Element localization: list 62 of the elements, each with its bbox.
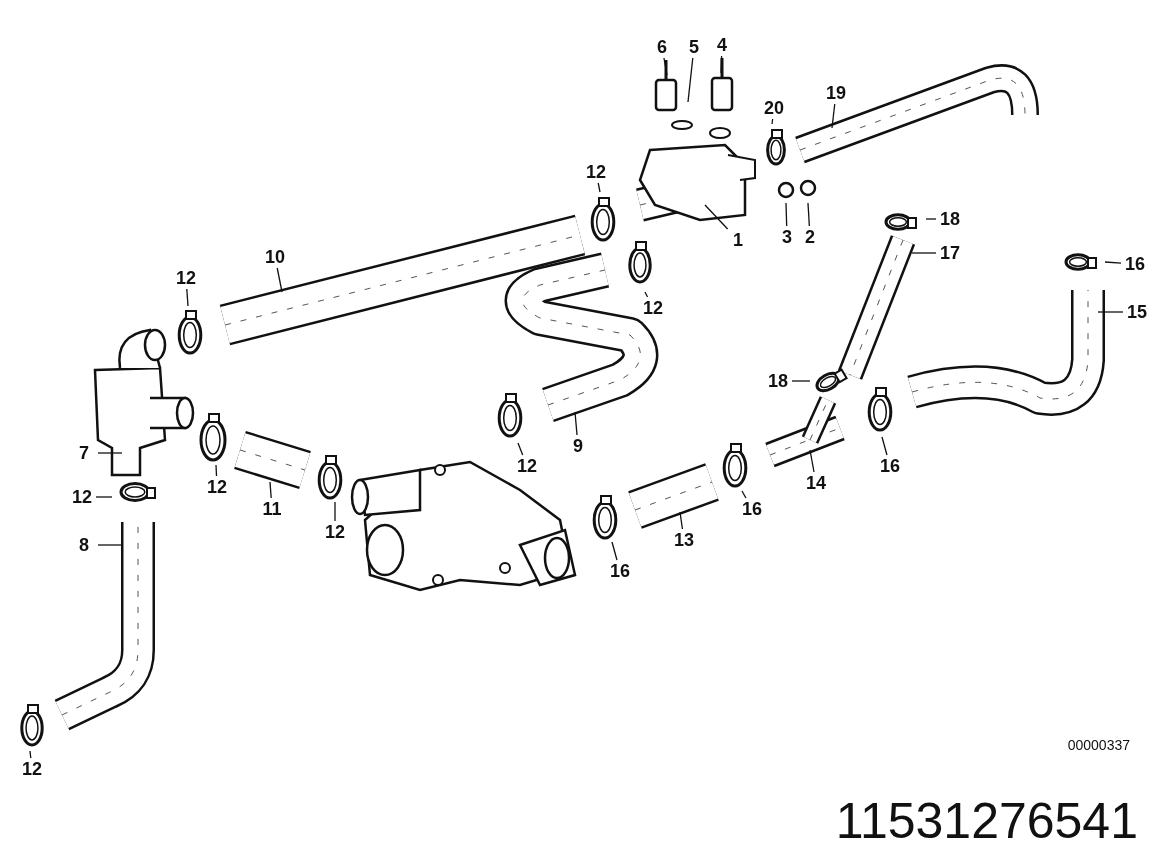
- callout-number: 19: [822, 82, 850, 104]
- callout-number: 18: [936, 208, 964, 230]
- callout-number: 10: [261, 246, 289, 268]
- callout-number: 16: [1121, 253, 1149, 275]
- leader-line: [95, 496, 113, 498]
- leader-line: [644, 291, 649, 298]
- callout-number: 12: [513, 455, 541, 477]
- callout-number: 20: [760, 97, 788, 119]
- callout-number: 16: [606, 560, 634, 582]
- leader-line: [679, 511, 684, 530]
- leader-line: [881, 436, 888, 456]
- leader-line: [791, 380, 811, 382]
- leader-line: [334, 501, 336, 522]
- leader-line: [574, 411, 578, 436]
- callout-number: 12: [68, 486, 96, 508]
- callout-number: 8: [70, 534, 98, 556]
- callout-number: 13: [670, 529, 698, 551]
- drawing-number: 00000337: [1067, 737, 1130, 753]
- callout-number: 12: [639, 297, 667, 319]
- part-number: 11531276541: [835, 792, 1138, 850]
- leader-line: [704, 204, 729, 230]
- leader-line: [517, 442, 524, 456]
- leader-line: [911, 252, 937, 254]
- leader-line: [611, 541, 618, 561]
- callout-number: 4: [708, 34, 736, 56]
- leader-line: [1104, 261, 1122, 264]
- leader-line: [687, 57, 694, 103]
- callout-number: 12: [203, 476, 231, 498]
- callout-number: 12: [582, 161, 610, 183]
- callout-number: 6: [648, 36, 676, 58]
- leader-line: [807, 202, 810, 227]
- leader-line: [269, 481, 272, 499]
- leader-line: [663, 57, 668, 76]
- callout-number: 5: [680, 36, 708, 58]
- leader-line: [29, 750, 32, 759]
- callout-number: 7: [70, 442, 98, 464]
- callout-number: 17: [936, 242, 964, 264]
- leader-line: [97, 452, 123, 454]
- leader-line: [1097, 311, 1124, 313]
- leader-line: [215, 464, 218, 477]
- leader-line: [186, 288, 189, 307]
- callout-number: 16: [876, 455, 904, 477]
- callout-number: 18: [764, 370, 792, 392]
- callout-number: 12: [172, 267, 200, 289]
- callout-number: 14: [802, 472, 830, 494]
- leader-line: [785, 202, 788, 227]
- leader-line: [925, 218, 937, 220]
- callout-number: 12: [18, 758, 46, 780]
- leader-line: [597, 182, 601, 193]
- leader-line: [771, 118, 774, 125]
- leader-line: [720, 55, 723, 74]
- leader-line: [831, 103, 836, 129]
- callout-number: 16: [738, 498, 766, 520]
- leader-line: [741, 490, 747, 499]
- callout-number: 12: [321, 521, 349, 543]
- callout-number: 11: [258, 498, 286, 520]
- callout-number: 9: [564, 435, 592, 457]
- leader-line: [97, 544, 123, 546]
- leader-line: [276, 267, 283, 293]
- callout-number: 1: [724, 229, 752, 251]
- leader-line: [809, 449, 815, 473]
- callout-number: 15: [1123, 301, 1151, 323]
